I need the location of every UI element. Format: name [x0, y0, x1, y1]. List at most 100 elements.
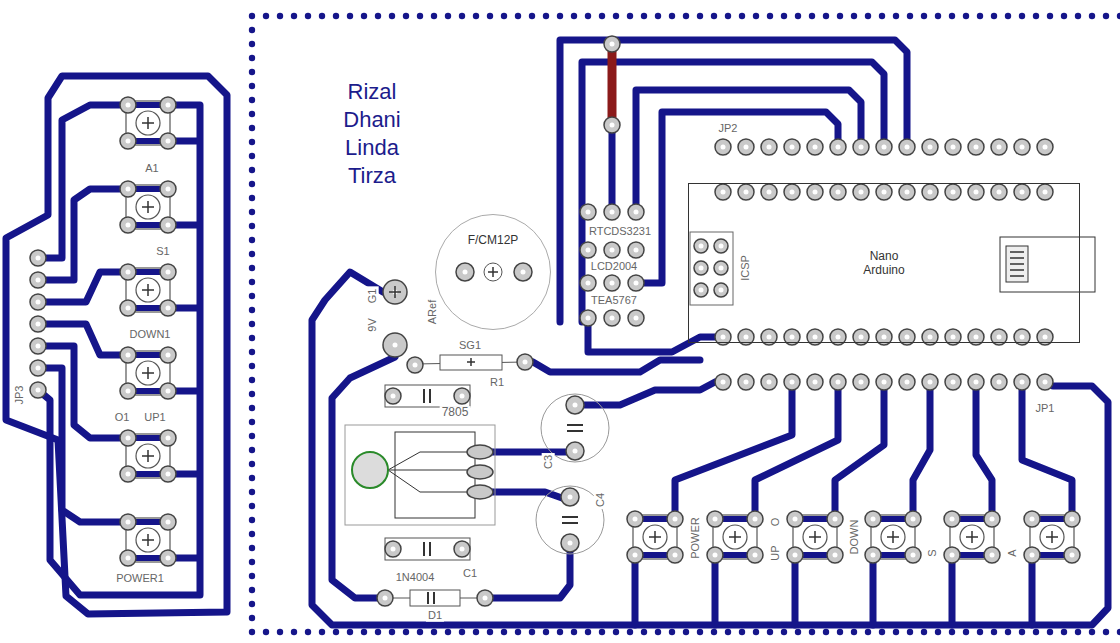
pad-hole [634, 281, 639, 286]
button-label: O1 [113, 411, 132, 424]
edge-dot [697, 629, 703, 635]
pad [456, 263, 474, 281]
pad-hole [951, 190, 956, 195]
pad [383, 333, 407, 357]
pad-hole [859, 380, 864, 385]
pad-hole [793, 553, 798, 558]
pad-hole [990, 553, 995, 558]
plus-mark [142, 117, 154, 129]
copper-trace [675, 390, 792, 511]
pad-hole [610, 281, 615, 286]
pad [944, 511, 960, 527]
pad-hole [1020, 145, 1025, 150]
edge-dot [375, 13, 381, 19]
pad-hole [833, 553, 838, 558]
pad-hole [699, 266, 704, 271]
copper-trace [38, 324, 128, 355]
edge-dot [1019, 13, 1025, 19]
pad-hole [166, 472, 171, 477]
pad-hole [744, 380, 749, 385]
pad [968, 139, 984, 155]
pad [787, 547, 803, 563]
pad-hole [523, 360, 528, 365]
edge-dot [655, 13, 661, 19]
pad-hole [721, 380, 726, 385]
pad [807, 139, 823, 155]
edge-dot [697, 13, 703, 19]
pad-hole [699, 244, 704, 249]
edge-dot [1033, 13, 1039, 19]
edge-dot [249, 195, 255, 201]
edge-dot [249, 307, 255, 313]
plus-mark [142, 534, 154, 546]
capacitor-symbol [562, 517, 578, 523]
pad [830, 184, 846, 200]
edge-dot [1075, 629, 1081, 635]
plus-mark [389, 286, 401, 298]
pad [160, 347, 176, 363]
buzzer-center [484, 263, 502, 281]
plus-mark [887, 531, 899, 543]
part-label: SG1 [457, 339, 483, 352]
pad-hole [36, 366, 41, 371]
resistor-symbol [407, 354, 533, 373]
edge-dot [249, 139, 255, 145]
edge-dot [333, 13, 339, 19]
pad [30, 382, 46, 398]
pad [945, 374, 961, 390]
pad [984, 547, 1000, 563]
edge-dot [739, 629, 745, 635]
edge-dot [249, 237, 255, 243]
board-edge-dots [249, 13, 1120, 635]
edge-dot [249, 559, 255, 565]
pad-hole [483, 596, 488, 601]
pad-hole [126, 139, 131, 144]
plus-mark [142, 201, 154, 213]
pad-hole [950, 517, 955, 522]
pad-hole [1030, 553, 1035, 558]
copper-trace [38, 272, 128, 302]
edge-dot [739, 13, 745, 19]
edge-dot [907, 629, 913, 635]
pad-hole [393, 343, 398, 348]
edge-dot [879, 629, 885, 635]
edge-dot [1005, 629, 1011, 635]
pad-hole [990, 517, 995, 522]
designer-name: Dhani [341, 107, 402, 132]
pad [1024, 547, 1040, 563]
plus-mark [966, 531, 978, 543]
pad [945, 139, 961, 155]
pad-hole [126, 306, 131, 311]
header-label: ICSP [739, 253, 752, 283]
icsp-box [690, 232, 733, 305]
pad-hole [126, 223, 131, 228]
pad [853, 184, 869, 200]
pad-hole [871, 553, 876, 558]
part-label: ARef [426, 298, 439, 326]
pad-hole [997, 145, 1002, 150]
pad [899, 374, 915, 390]
pad [865, 547, 881, 563]
pad-hole [790, 335, 795, 340]
edge-dot [1075, 13, 1081, 19]
pad-hole [586, 281, 591, 286]
pad-hole [126, 556, 131, 561]
pad [787, 511, 803, 527]
pad [377, 590, 393, 606]
edge-dot [963, 629, 969, 635]
edge-dot [571, 629, 577, 635]
pad [922, 184, 938, 200]
pad-hole [568, 495, 573, 500]
push-button [120, 514, 176, 566]
push-button [120, 430, 176, 482]
pad [120, 181, 136, 197]
edge-dot [249, 573, 255, 579]
edge-dot [249, 293, 255, 299]
usb-connector [1000, 237, 1095, 292]
pad [945, 184, 961, 200]
plus-mark [142, 450, 154, 462]
pad [120, 514, 136, 530]
pad-hole [753, 517, 758, 522]
edge-dot [249, 615, 255, 621]
resistor-body [440, 355, 502, 370]
